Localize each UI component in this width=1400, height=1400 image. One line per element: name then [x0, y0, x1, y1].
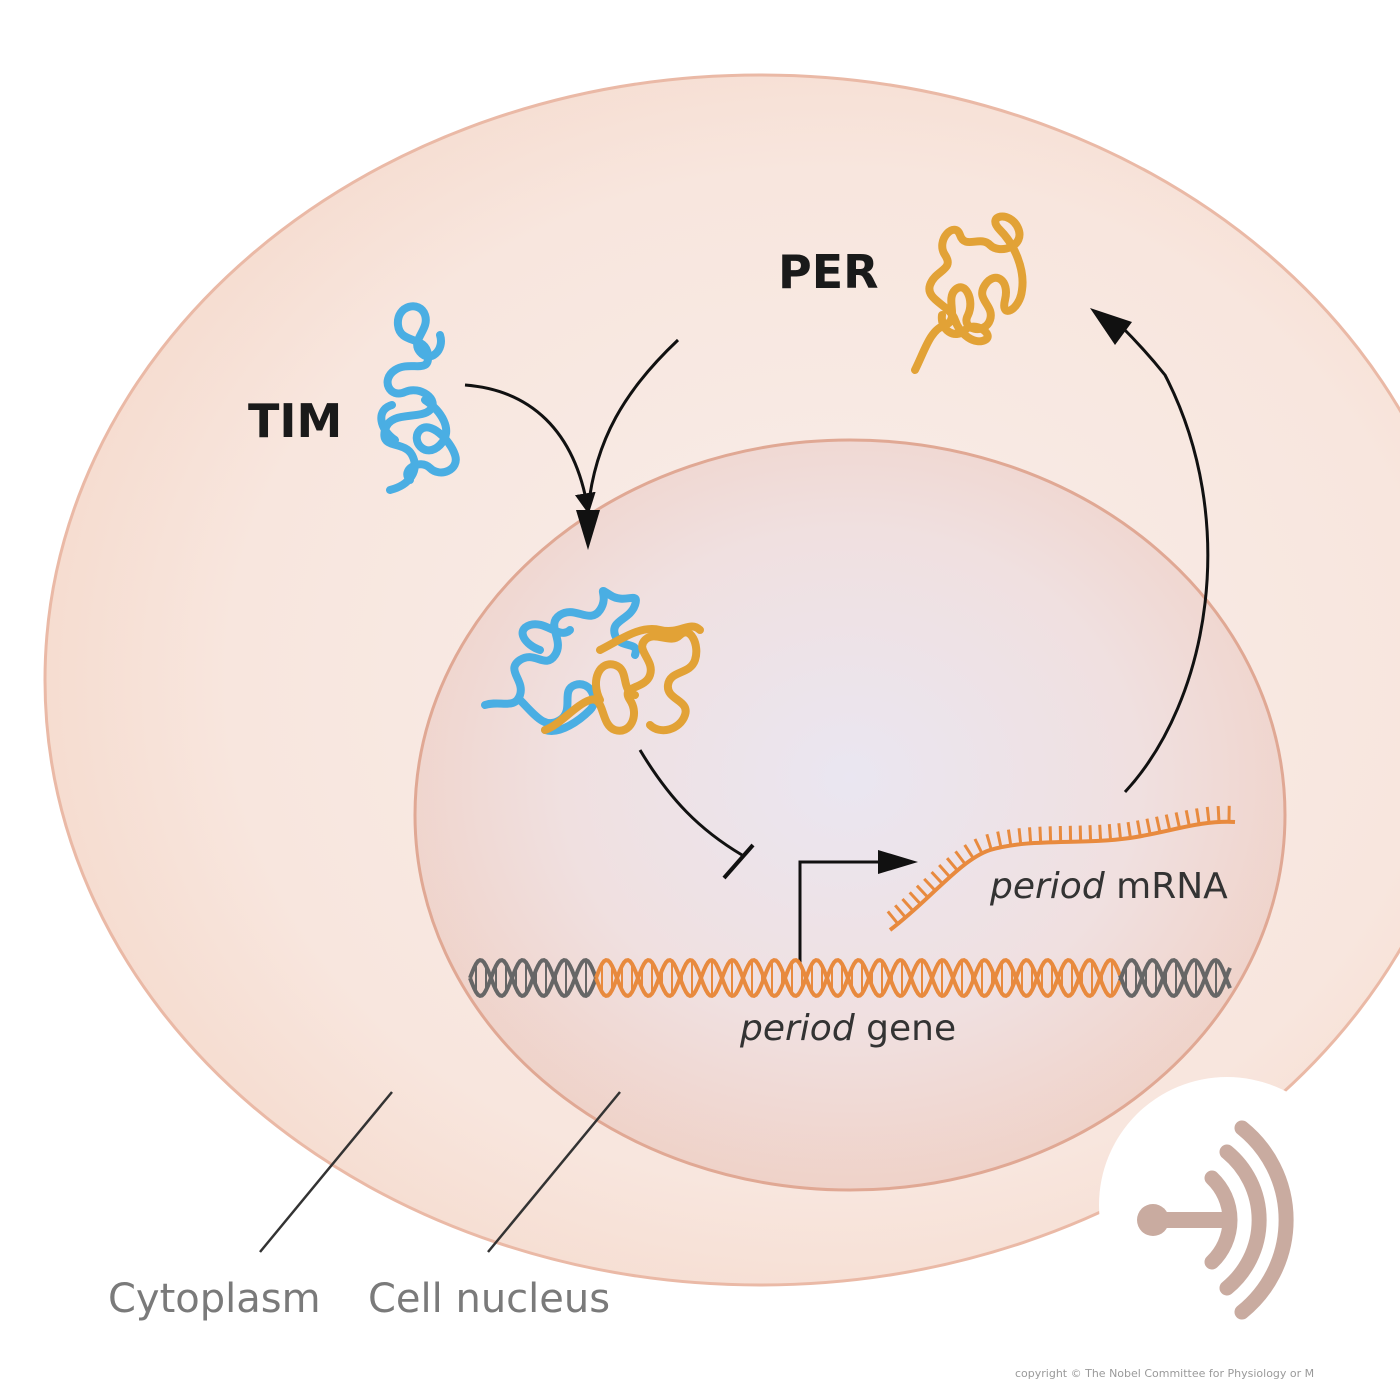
period-mrna-label: period mRNA: [989, 866, 1228, 907]
tim-import-arrow: [464, 383, 596, 515]
cell-nucleus-label: Cell nucleus: [368, 1276, 610, 1322]
inhibition-line: [638, 749, 743, 857]
inhibition-bar: [722, 843, 755, 880]
translation-arrowhead: [1090, 308, 1132, 345]
nucleus-leader-line: [487, 1091, 621, 1253]
tim-label: TIM: [248, 394, 342, 448]
copyright-text: copyright © The Nobel Committee for Phys…: [1015, 1367, 1314, 1380]
per-label: PER: [778, 245, 879, 299]
cell-nucleus: [413, 438, 1287, 1192]
per-import-arrow: [586, 338, 680, 511]
transcription-arrowhead: [878, 850, 918, 874]
period-mrna-icon: [886, 805, 1236, 932]
period-gene-dna-icon: [468, 957, 1232, 999]
cytoplasm-leader-line: [259, 1091, 393, 1253]
per-tim-complex-icon: [481, 587, 704, 735]
tim-protein-icon: [377, 302, 460, 494]
transcription-start-arrow: [798, 860, 880, 965]
cytoplasm-label: Cytoplasm: [108, 1276, 321, 1322]
period-gene-label: period gene: [739, 1008, 956, 1049]
translation-arrow: [1118, 323, 1210, 794]
podcast-antenna-icon: [1099, 1077, 1355, 1333]
import-arrowhead: [576, 510, 600, 550]
per-protein-icon: [911, 212, 1027, 374]
